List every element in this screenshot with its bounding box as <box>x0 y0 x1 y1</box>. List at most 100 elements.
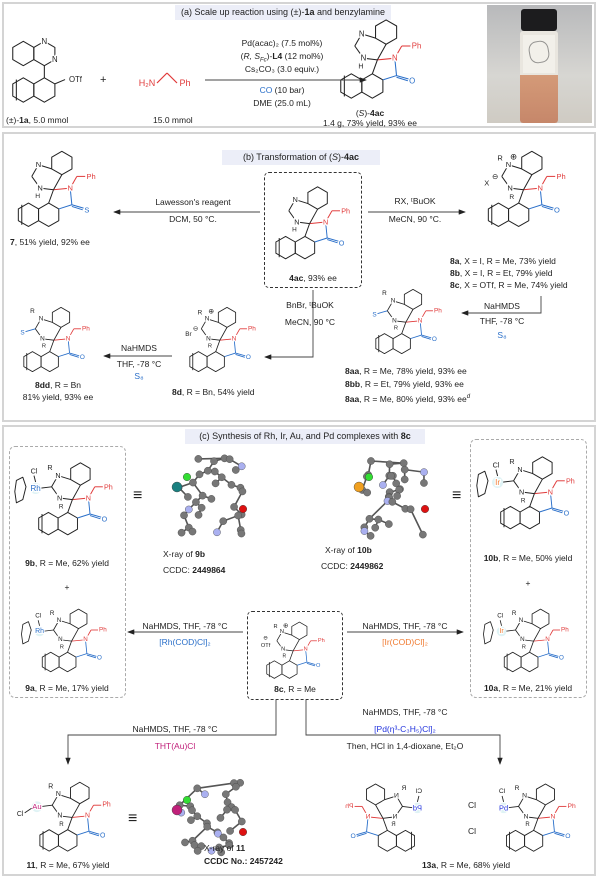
caption-8b: 8b, X = I, R = Et, 79% yield <box>450 268 553 279</box>
bond <box>67 817 73 830</box>
condition-ir-base: NaHMDS, THF, -78 °C <box>362 621 448 631</box>
text: CCDC: <box>321 561 351 571</box>
text: S <box>358 108 365 118</box>
bond <box>355 831 367 836</box>
caption-8d: 8d, R = Bn, 54% yield <box>172 387 254 398</box>
bond <box>384 795 397 801</box>
bond <box>53 338 69 341</box>
oxygen-atom <box>238 505 247 514</box>
atom-label: R <box>525 822 530 828</box>
bond <box>522 639 534 642</box>
text: 2449862 <box>350 561 384 571</box>
condition-s8: S₈ <box>497 330 507 340</box>
caption-7: 7, 51% yield, 92% ee <box>10 237 90 248</box>
condition-nahmds: NaHMDS <box>484 301 520 311</box>
atom-label: N <box>281 647 285 653</box>
caption-8dd: 8dd, R = Bn <box>35 380 81 391</box>
condition-pd-base: NaHMDS, THF, -78 °C <box>362 707 448 717</box>
carbon-atom <box>192 498 200 506</box>
atom-label: N <box>52 55 58 64</box>
bond <box>376 44 387 61</box>
bond <box>215 340 221 352</box>
atom-label: ⊕ <box>510 151 517 161</box>
carbon-atom <box>193 784 202 793</box>
carbon-atom <box>227 481 236 489</box>
text: , R = Bn <box>50 380 82 390</box>
atom-label: N <box>548 488 553 497</box>
bond <box>283 649 294 652</box>
bond <box>515 620 522 631</box>
atom-label: N <box>365 813 370 820</box>
metal-halo <box>496 626 507 637</box>
bond <box>69 176 78 189</box>
carbon-atom <box>400 465 409 474</box>
yield-8dd: 81% yield, 93% ee <box>22 392 94 402</box>
atom-label: R <box>198 310 203 317</box>
atom-label: OTf <box>69 75 83 84</box>
caption-8a: 8a, X = I, R = Me, 73% yield <box>450 256 556 267</box>
bond <box>53 187 71 191</box>
vial-cap <box>521 9 557 31</box>
panel-a-scale-up <box>2 2 596 128</box>
bond <box>53 629 61 640</box>
panel-c-complexes <box>2 425 596 876</box>
atom-label: O <box>316 663 321 669</box>
ring <box>403 288 423 310</box>
bond <box>305 640 311 650</box>
bond <box>501 176 511 189</box>
bond <box>371 59 378 75</box>
atom-label: N <box>36 160 41 169</box>
atom-label: N <box>392 813 397 820</box>
atom-label: Cl <box>493 460 500 469</box>
bond <box>552 806 560 818</box>
atom-label: ⊖ <box>193 325 198 332</box>
caption-text: (±)- <box>6 115 20 125</box>
structure-1a: NN OTf <box>12 36 84 103</box>
bond <box>541 205 553 211</box>
bond <box>548 653 559 657</box>
text: 11 <box>236 843 246 853</box>
atom-label: Ph <box>99 627 107 634</box>
title-compound: 1a <box>304 7 315 17</box>
caption-9a: 9a, R = Me, 17% yield <box>25 683 108 694</box>
text: 9b <box>25 558 35 568</box>
bond <box>542 831 555 836</box>
bond <box>304 223 311 237</box>
nitrogen-atom <box>237 462 246 471</box>
atom-label: N <box>232 335 237 342</box>
carbon-atom <box>363 488 372 497</box>
box-8c <box>247 611 343 700</box>
atom-label: Ph <box>341 206 350 215</box>
atom-label: N <box>522 792 527 799</box>
bond <box>382 818 388 831</box>
ccdc-11: CCDC No.: 2457242 <box>204 856 283 867</box>
condition-dcm: DCM, 50 °C. <box>169 214 217 224</box>
atom-label: Br <box>185 331 192 338</box>
bond <box>58 352 70 358</box>
bond <box>25 328 36 333</box>
atom-label: S <box>372 312 376 319</box>
carbon-atom <box>230 503 238 511</box>
bond <box>288 199 296 212</box>
atom-label: N <box>42 37 48 46</box>
carbon-atom <box>400 475 409 484</box>
vial-photo <box>487 5 592 123</box>
condition-s8: S₈ <box>134 371 144 381</box>
ring <box>51 150 73 176</box>
atom-label: R <box>512 610 517 617</box>
bond <box>325 221 328 239</box>
bond <box>327 239 338 244</box>
metal-halo <box>412 802 423 814</box>
bond <box>537 804 546 819</box>
bond <box>48 189 54 204</box>
atom-label: N <box>392 317 397 324</box>
caption-1a: (±)-1a, 5.0 mmol <box>6 115 68 126</box>
text: 8aa <box>345 393 360 404</box>
text: (12 mol%) <box>282 51 324 61</box>
xray-10b <box>353 457 429 540</box>
text: , R = Me, 50% yield <box>498 553 573 563</box>
ring <box>33 77 56 103</box>
